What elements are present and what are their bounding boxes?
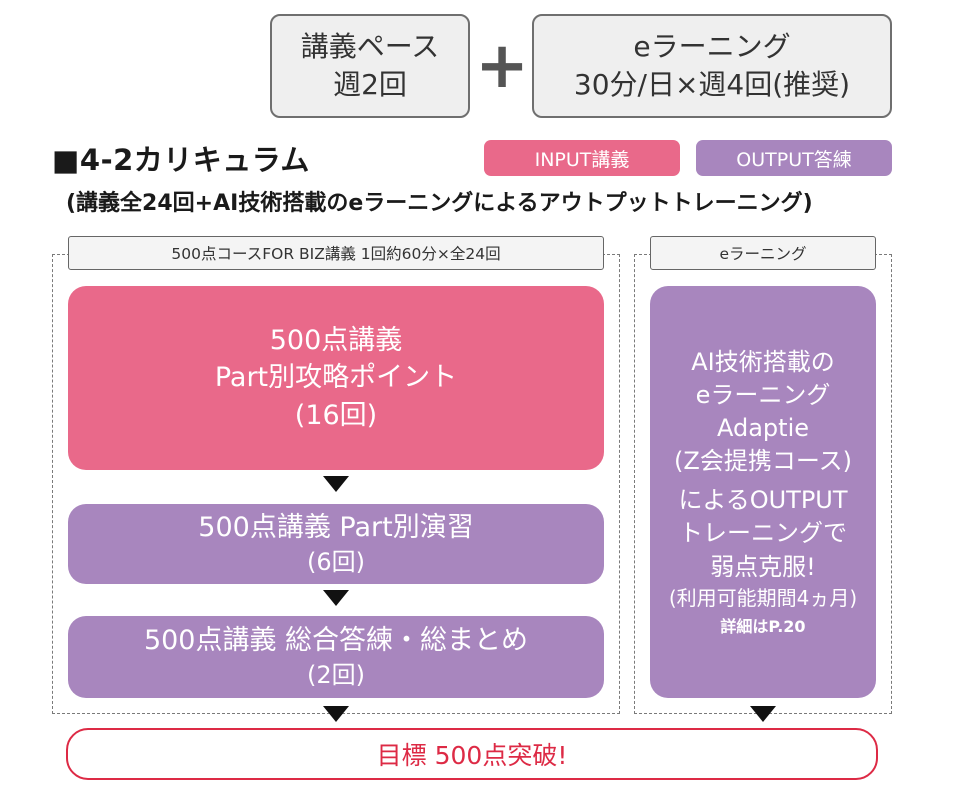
practice-block-title: 500点講義 Part別演習 <box>198 511 474 543</box>
goal-box: 目標 500点突破! <box>66 728 878 780</box>
review-block-title: 500点講義 総合答練・総まとめ <box>143 624 529 656</box>
elearning-period: (利用可能期間4ヵ月) <box>668 585 858 610</box>
review-block: 500点講義 総合答練・総まとめ (2回) <box>68 616 604 698</box>
elearning-line: (Z会提携コース) <box>674 447 852 476</box>
elearning-line: によるOUTPUT <box>678 486 848 515</box>
review-block-count: (2回) <box>307 661 365 690</box>
legend-input: INPUT講義 <box>484 140 680 176</box>
elearning-line: トレーニングで <box>679 519 847 548</box>
lecture-pace-box: 講義ペース 週2回 <box>270 14 470 118</box>
down-arrow <box>323 590 349 606</box>
practice-block-count: (6回) <box>307 548 365 577</box>
course-label: 500点コースFOR BIZ講義 1回約60分×全24回 <box>68 236 604 270</box>
goal-text: 目標 500点突破! <box>376 741 568 770</box>
lecture-pace-title: 講義ペース <box>300 30 440 64</box>
down-arrow <box>323 706 349 722</box>
elearning-line: eラーニング <box>695 381 831 410</box>
plus-sign: + <box>475 29 529 103</box>
elearning-pace-title: eラーニング <box>633 30 791 64</box>
input-block-subtitle: Part別攻略ポイント <box>214 362 458 394</box>
legend-output: OUTPUT答練 <box>696 140 892 176</box>
lecture-pace-frequency: 週2回 <box>333 68 407 101</box>
elearning-pace-box: eラーニング 30分/日×週4回(推奨) <box>532 14 892 118</box>
down-arrow <box>750 706 776 722</box>
practice-block: 500点講義 Part別演習 (6回) <box>68 504 604 584</box>
input-block-count: (16回) <box>294 399 378 431</box>
elearning-block: AI技術搭載の eラーニング Adaptie (Z会提携コース) によるOUTP… <box>650 286 876 698</box>
elearning-label: eラーニング <box>650 236 876 270</box>
elearning-line: 弱点克服! <box>710 552 816 581</box>
elearning-line: Adaptie <box>716 414 809 443</box>
elearning-line: AI技術搭載の <box>691 347 835 376</box>
down-arrow <box>323 476 349 492</box>
section-title: ■4-2カリキュラム <box>52 143 310 177</box>
input-block-title: 500点講義 <box>269 325 403 357</box>
input-lecture-block: 500点講義 Part別攻略ポイント (16回) <box>68 286 604 470</box>
section-subtitle: (講義全24回+AI技術搭載のeラーニングによるアウトプットトレーニング) <box>66 191 813 216</box>
elearning-pace-frequency: 30分/日×週4回(推奨) <box>573 68 851 101</box>
elearning-detail: 詳細はP.20 <box>720 616 806 636</box>
